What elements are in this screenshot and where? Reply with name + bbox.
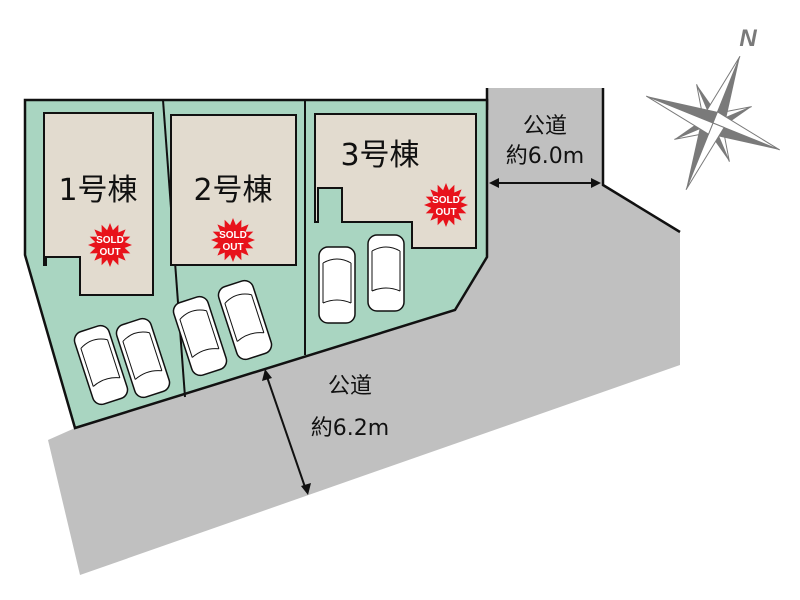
- car-icon: [217, 279, 273, 361]
- svg-text:OUT: OUT: [99, 247, 120, 258]
- south-road-dimension-arrow: [262, 369, 311, 495]
- public-road: [48, 88, 680, 575]
- svg-text:OUT: OUT: [222, 242, 243, 253]
- building-1-label: 1号棟: [58, 173, 137, 208]
- compass-north-label: N: [739, 25, 757, 52]
- svg-text:SOLD: SOLD: [96, 235, 124, 246]
- sold-out-badge: SOLD OUT: [424, 183, 468, 227]
- road-edge: [601, 88, 681, 234]
- compass-rose-icon: [645, 55, 781, 191]
- svg-text:SOLD: SOLD: [219, 230, 247, 241]
- east-road-name: 公道: [523, 114, 567, 139]
- parking-spaces: [73, 234, 405, 406]
- car-icon: [115, 317, 171, 399]
- south-road-width: 約6.2m: [311, 416, 389, 441]
- car-icon: [318, 246, 356, 324]
- south-road-name: 公道: [328, 374, 372, 399]
- svg-text:SOLD: SOLD: [432, 195, 460, 206]
- car-icon: [367, 234, 405, 312]
- sold-out-badge: SOLD OUT: [211, 218, 255, 262]
- car-icon: [73, 324, 129, 406]
- svg-text:OUT: OUT: [435, 207, 456, 218]
- building-3-label: 3号棟: [340, 138, 419, 173]
- car-icon: [172, 295, 228, 377]
- building-2-label: 2号棟: [193, 173, 272, 208]
- east-road-width: 約6.0m: [506, 144, 584, 169]
- east-road-dimension-arrow: [489, 178, 601, 188]
- sold-out-badge: SOLD OUT: [88, 223, 132, 267]
